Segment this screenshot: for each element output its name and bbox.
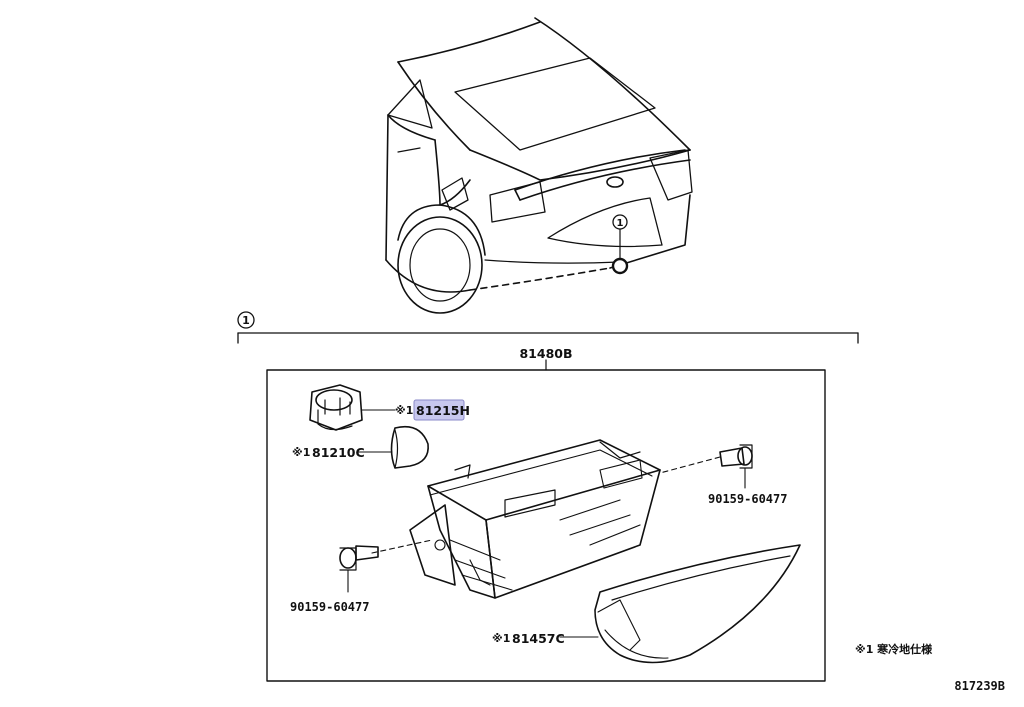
callout-marker-car: 1 [611, 214, 629, 275]
assembly-part-number[interactable]: 81480B [519, 346, 572, 361]
car-illustration [385, 17, 693, 314]
socket-part [309, 384, 396, 431]
svg-text:1: 1 [617, 218, 624, 229]
screw-right-part-number[interactable]: 90159-60477 [708, 492, 787, 506]
callout-marker-group: 1 [237, 311, 255, 329]
part-highlight [413, 399, 465, 421]
figure-id: 817239B [954, 679, 1005, 693]
bulb-prefix: ※1 [292, 446, 310, 459]
screw-left-part [339, 539, 433, 593]
socket-prefix: ※1 [395, 404, 413, 417]
socket-part-number[interactable]: 81215H [416, 403, 470, 418]
footnote: ※1 寒冷地仕様 [855, 642, 933, 656]
lens-part [559, 544, 801, 664]
lens-prefix: ※1 [492, 632, 510, 645]
lens-part-number[interactable]: 81457C [512, 631, 565, 646]
svg-text:1: 1 [242, 314, 250, 327]
bulb-part [357, 425, 429, 469]
lamp-housing [409, 439, 661, 599]
screw-right-part [659, 444, 753, 489]
group-bracket [237, 332, 859, 371]
screw-left-part-number[interactable]: 90159-60477 [290, 600, 369, 614]
bulb-part-number[interactable]: 81210C [312, 445, 365, 460]
assembly-frame [266, 369, 826, 682]
